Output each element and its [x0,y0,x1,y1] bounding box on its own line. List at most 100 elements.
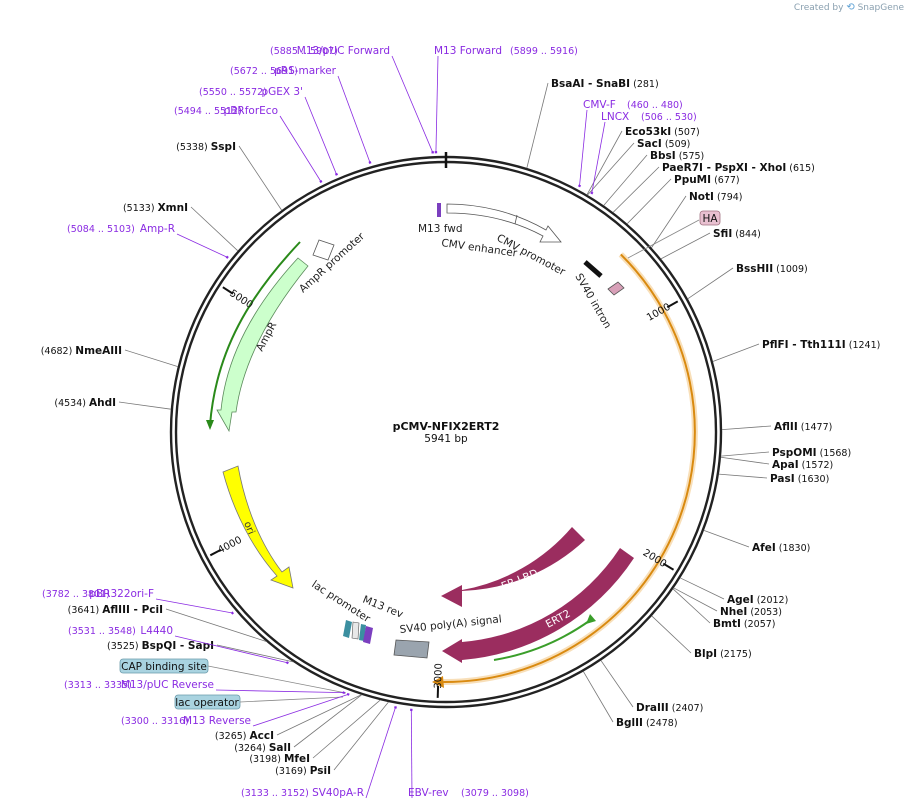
restriction-site-label: PasI (1630) [770,473,829,485]
m13-fwd-label: M13 fwd [418,223,463,235]
sv40-polya-label: SV40 poly(A) signal [399,613,502,636]
site-leader [612,166,660,213]
snapgene-logo-icon: ⟲ [846,2,855,13]
sv40-intron-label: SV40 intron [572,272,613,331]
site-leader [703,530,750,548]
restriction-site-label: AfeI (1830) [752,542,810,554]
site-name: PciI [142,604,163,616]
site-name: ApaI [772,459,799,471]
restriction-site-label: (3264) SalI [234,742,291,754]
primer-label: pBRforEco [224,105,278,117]
restriction-site-label: NheI (2053) [720,606,782,618]
site-position: (281) [633,79,659,90]
site-leader [124,349,178,367]
ampr-orf-line [209,241,301,426]
restriction-site-label: SfiI (844) [713,228,761,240]
ruler-tick [666,300,679,309]
primer-label: pBR322ori-F [89,588,154,600]
primer-glyph [225,255,229,259]
site-name: PspXI [715,162,748,174]
restriction-site-label: PflFI - Tth111I (1241) [762,339,880,351]
restriction-site-label: AflII (1477) [774,421,832,433]
site-name: BsaAI [551,78,584,90]
site-name: SnaBI [596,78,630,90]
site-position: (3525) [107,641,142,652]
site-name: AgeI [727,594,754,606]
primer-glyph [368,161,372,164]
cap-binding-site-label: CAP binding site [121,661,207,673]
site-leader [586,130,623,195]
nfix-orf-arrowhead [432,676,444,688]
restriction-site-label: (3641) AflIII - PciI [68,604,163,616]
site-name: AhdI [89,397,116,409]
lac-operator-label: lac operator [175,697,239,709]
cmv-enhancer-boundary [514,214,518,225]
ori-label: ori [241,520,256,536]
primer-annotations: M13/pUC Forward(5885 .. 5907)M13 Forward… [42,45,697,799]
ha-box [699,210,721,226]
restriction-site-label: PaeR7I - PspXI - XhoI (615) [662,162,815,174]
primer-name: SV40pA-R [312,787,364,799]
primer-glyph [577,184,582,188]
site-leader [583,671,614,723]
site-position: (844) [735,229,761,240]
site-name: SacI [637,138,662,150]
primer-label: LNCX [601,111,629,123]
site-position: (1830) [779,543,811,554]
site-position: (3265) [215,731,250,742]
site-leader [721,425,772,430]
site-position: (5133) [123,203,158,214]
sv40-polya-feature [393,639,430,659]
primer-leader [410,709,413,799]
ruler-tick [662,562,675,571]
primer-name: pBR322ori-F [89,588,154,600]
site-leader [651,615,692,654]
primer-name: M13 Reverse [183,715,251,727]
site-leader [600,660,634,708]
site-position: (4682) [41,346,76,357]
primer-range: (3313 .. 3335) [64,680,132,691]
ha-label: HA [702,213,718,225]
primer-leader [174,635,288,664]
site-position: (2175) [720,649,752,660]
primer-range: (3300 .. 3316) [121,716,189,727]
primer-range: (5494 .. 5512) [174,106,242,117]
site-name: BmtI [713,618,741,630]
restriction-site-label: DraIII (2407) [636,702,703,714]
site-name: SfiI [713,228,732,240]
restriction-site-label: BssHII (1009) [736,263,808,275]
plasmid-length: 5941 bp [424,433,468,445]
site-position: (575) [679,151,705,162]
ruler-tick [222,286,234,295]
lac-operator-leader [239,696,344,703]
site-leader [118,401,171,410]
primer-name: CMV-F [583,99,616,111]
primer-leader [215,689,344,694]
ruler-tick-label: 5000 [227,288,254,311]
site-name: BbsI [650,150,676,162]
site-name: PflFI [762,339,789,351]
ert2-green-orf [493,619,592,661]
primer-glyph [230,611,235,615]
site-name: Eco53kI [625,126,671,138]
primer-glyph [590,191,594,195]
site-position: (3641) [68,605,103,616]
site-position: (509) [665,139,691,150]
credit-prefix: Created by [793,3,844,13]
site-position: (615) [789,163,815,174]
sv40-intron-black-bar [583,260,603,278]
primer-label: L4440 [140,625,173,637]
site-name: DraIII [636,702,669,714]
site-name: AfeI [752,542,776,554]
m13-rev-glyph [363,626,373,644]
primer-label: pGEX 3' [261,86,303,98]
cmv-promoter-feature [446,203,562,243]
ampr-orf-arrowhead [206,420,214,430]
site-name: XmnI [158,202,188,214]
restriction-site-label: ApaI (1572) [772,459,833,471]
primer-leader [435,55,439,153]
separator: - [176,640,188,652]
restriction-site-label: NotI (794) [689,191,743,203]
primer-leader [337,75,371,163]
